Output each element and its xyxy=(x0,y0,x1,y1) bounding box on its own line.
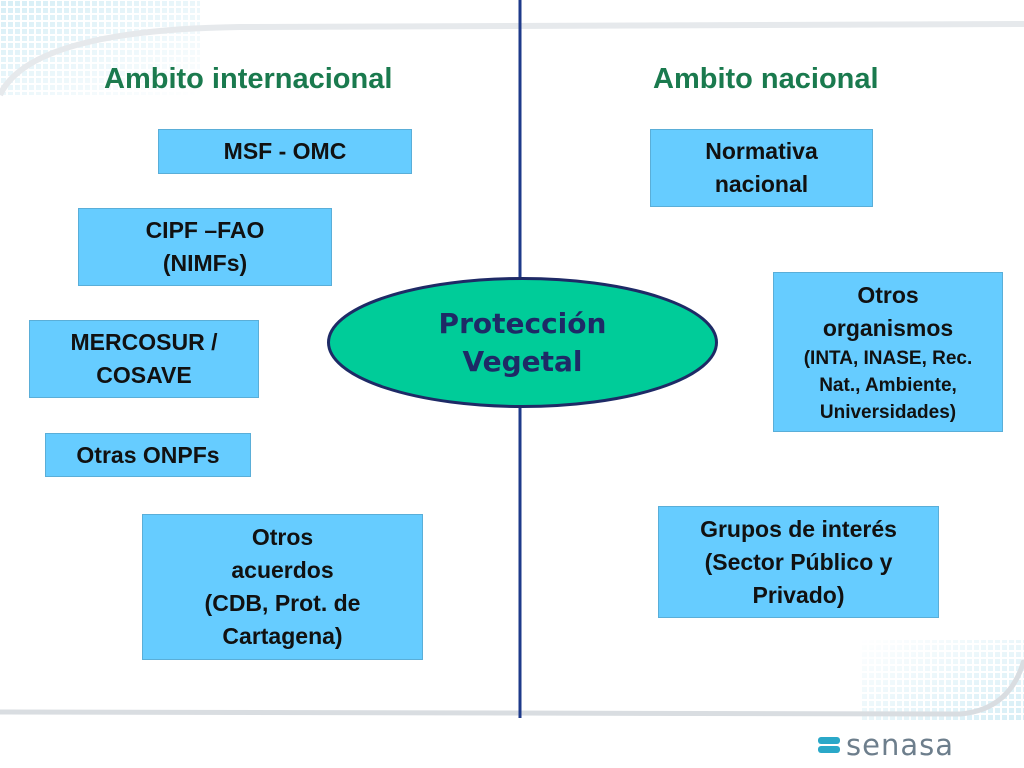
box-otras-onpfs: Otras ONPFs xyxy=(45,433,251,477)
box-otros-acuerdos-line-2: acuerdos xyxy=(231,557,334,583)
senasa-logo-text: senasa xyxy=(846,728,954,762)
box-cipf-fao: CIPF –FAO (NIMFs) xyxy=(78,208,332,286)
box-mercosur-cosave: MERCOSUR / COSAVE xyxy=(29,320,259,398)
box-otros-acuerdos: Otros acuerdos (CDB, Prot. de Cartagena) xyxy=(142,514,423,660)
box-otros-organismos-line-3: (INTA, INASE, Rec. xyxy=(803,347,973,369)
box-mercosur-line-1: MERCOSUR / xyxy=(70,329,218,355)
box-grupos-interes-line-1: Grupos de interés xyxy=(700,515,897,542)
center-label-line-2: Vegetal xyxy=(462,344,583,378)
box-otros-acuerdos-line-4: Cartagena) xyxy=(222,623,343,649)
box-normativa-line-2: nacional xyxy=(714,171,809,197)
box-otros-organismos-line-4: Nat., Ambiente, xyxy=(819,374,957,396)
box-normativa-nacional: Normativa nacional xyxy=(650,129,873,207)
center-ellipse-shape xyxy=(327,277,718,408)
box-cipf-fao-line-2: (NIMFs) xyxy=(162,250,248,276)
senasa-logo: senasa xyxy=(818,728,968,762)
box-otros-acuerdos-line-3: (CDB, Prot. de xyxy=(204,590,361,616)
box-otras-onpfs-line-1: Otras ONPFs xyxy=(76,441,220,468)
box-otros-organismos-line-1: Otros xyxy=(857,281,919,308)
box-grupos-interes: Grupos de interés (Sector Público y Priv… xyxy=(658,506,939,618)
grid-pattern-top-left xyxy=(0,0,200,95)
box-normativa-line-1: Normativa xyxy=(705,138,818,164)
box-otros-organismos: Otros organismos (INTA, INASE, Rec. Nat.… xyxy=(773,272,1003,432)
center-label: Protección Vegetal xyxy=(325,275,720,410)
heading-national: Ambito nacional xyxy=(653,63,879,95)
center-ellipse xyxy=(327,277,718,408)
box-otros-acuerdos-line-1: Otros xyxy=(251,524,314,550)
box-msf-omc-line-1: MSF - OMC xyxy=(223,138,347,164)
box-otros-organismos-line-2: organismos xyxy=(822,314,954,341)
box-grupos-interes-line-2: (Sector Público y xyxy=(704,548,893,575)
box-grupos-interes-line-3: Privado) xyxy=(752,581,845,608)
senasa-logo-mark-icon xyxy=(818,737,840,753)
box-cipf-fao-line-1: CIPF –FAO xyxy=(145,217,265,243)
box-mercosur-line-2: COSAVE xyxy=(96,362,192,388)
box-msf-omc: MSF - OMC xyxy=(158,129,412,174)
bottom-curve xyxy=(0,659,1024,717)
grid-pattern-bottom-right xyxy=(860,640,1024,722)
center-label-line-1: Protección xyxy=(438,306,607,340)
box-otros-organismos-line-5: Universidades) xyxy=(819,401,957,423)
top-curve xyxy=(0,21,1024,97)
heading-international: Ambito internacional xyxy=(104,63,393,95)
